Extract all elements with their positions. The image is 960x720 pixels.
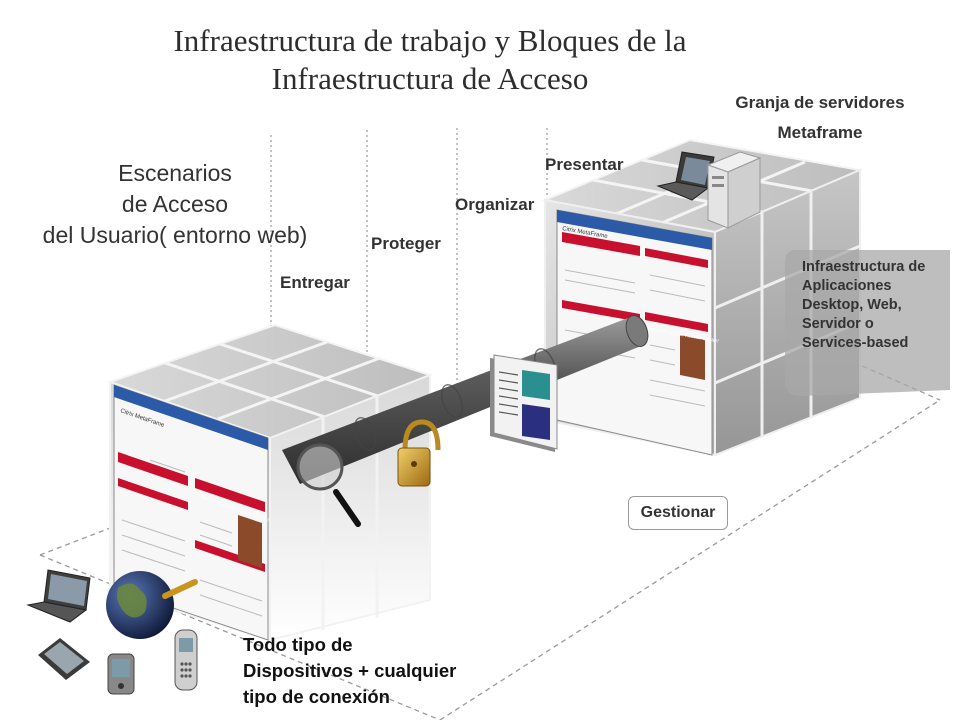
title-line-2: Infraestructura de Acceso (271, 61, 589, 96)
app-infra-line-2: Aplicaciones (802, 278, 892, 294)
app-infrastructure-label: Infraestructura de Aplicaciones Desktop,… (802, 258, 960, 353)
scenarios-line-2: de Acceso (121, 191, 229, 217)
page-title: Infraestructura de trabajo y Bloques de … (0, 22, 860, 98)
mobile-phone-icon (174, 629, 198, 691)
scenarios-line-3: del Usuario( entorno web) (42, 222, 308, 248)
app-infra-line-4: Servidor o (802, 316, 874, 332)
stage-proteger: Proteger (371, 234, 441, 253)
server-farm-label: Granja de servidores Metaframe (690, 88, 950, 148)
scenarios-line-1: Escenarios (118, 160, 232, 186)
laptop-icon (656, 151, 715, 201)
magnifier-icon (296, 443, 361, 527)
padlock-icon (397, 419, 441, 487)
stage-presentar: Presentar (545, 155, 624, 174)
globe-icon (106, 571, 198, 639)
app-infra-line-5: Services-based (802, 335, 909, 351)
tablet-icon (38, 638, 90, 680)
app-infra-line-1: Infraestructura de (802, 259, 926, 275)
stage-gestionar: Gestionar (628, 496, 728, 530)
pda-icon (107, 653, 135, 695)
laptop-device-icon (26, 569, 91, 623)
document-icon (490, 354, 558, 452)
app-infra-line-3: Desktop, Web, (802, 297, 902, 313)
title-line-1: Infraestructura de trabajo y Bloques de … (173, 23, 687, 58)
devices-line-3: tipo de conexión (243, 686, 390, 707)
devices-line-2: Dispositivos + cualquier (243, 660, 457, 681)
stage-organizar: Organizar (455, 195, 535, 214)
server-farm-line-1: Granja de servidores (735, 93, 905, 112)
server-farm-line-2: Metaframe (777, 123, 863, 142)
stage-entregar: Entregar (280, 273, 350, 292)
devices-label: Todo tipo de Dispositivos + cualquier ti… (243, 632, 456, 710)
devices-line-1: Todo tipo de (243, 634, 353, 655)
server-farm-cube (541, 138, 950, 457)
scenarios-label: Escenarios de Acceso del Usuario( entorn… (10, 158, 340, 251)
server-tower-icon (706, 151, 762, 229)
